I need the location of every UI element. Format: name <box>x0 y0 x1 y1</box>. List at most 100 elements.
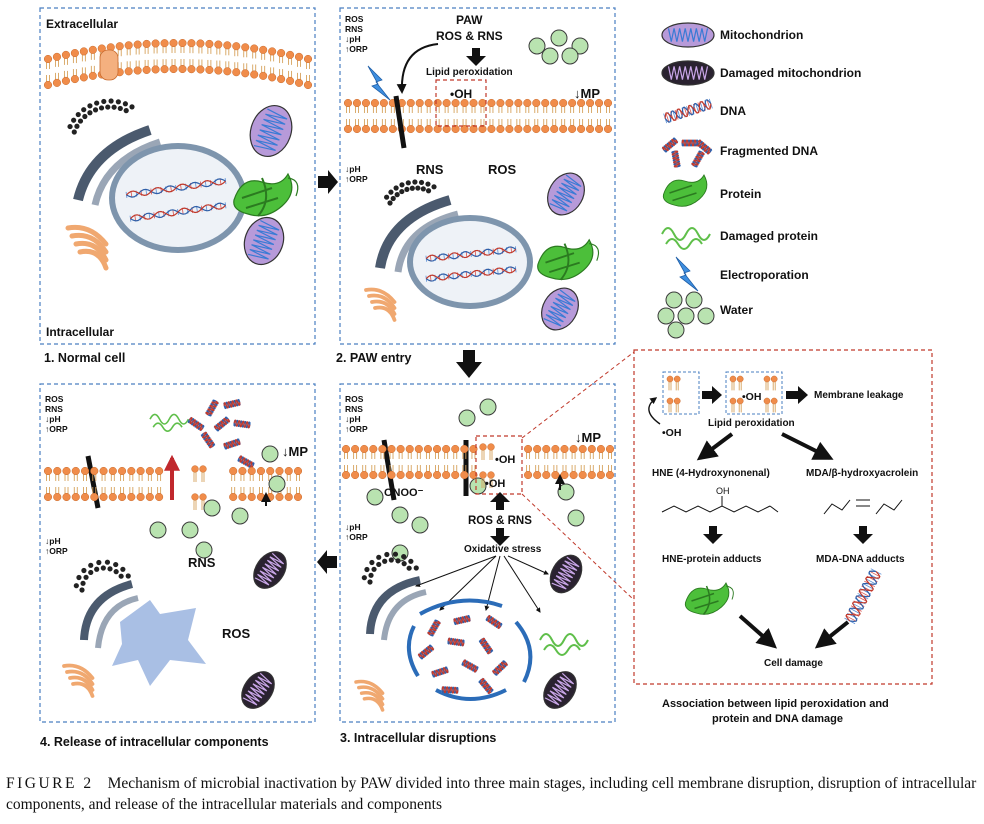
lipid-fragment <box>191 465 207 482</box>
dna-strand <box>129 202 227 222</box>
pore-line <box>393 95 407 149</box>
water-droplet <box>366 488 384 506</box>
dna-fragment <box>491 660 509 676</box>
fragmented-dna-icon <box>417 614 509 695</box>
lipid-fragment <box>666 397 681 413</box>
dna-fragment <box>453 614 471 626</box>
water-droplet <box>567 509 585 527</box>
water-droplet <box>261 445 279 463</box>
oh-label: •OH <box>495 454 515 466</box>
panel-1-frame <box>39 7 316 345</box>
damaged-protein-icon <box>661 227 711 250</box>
water-droplet <box>561 47 579 65</box>
intracellular-label: Intracellular <box>46 325 114 339</box>
electroporation-icon <box>367 65 391 101</box>
peroxidation-box <box>435 79 487 127</box>
membrane <box>43 38 313 90</box>
electroporation-icon <box>675 256 699 292</box>
hne-adducts-label: HNE-protein adducts <box>662 554 762 565</box>
dna-fragment <box>447 637 465 647</box>
water-icon <box>366 398 585 562</box>
inset-frame <box>633 349 933 685</box>
side-labels-bottom: ↓pH↑ORP <box>45 536 68 556</box>
rns-label: RNS <box>416 162 444 177</box>
side-label: ↓pH <box>45 414 61 424</box>
fragmented-dna-icon <box>661 137 713 168</box>
arrow-panel3-to-panel4 <box>317 550 337 574</box>
figure-label: FIGURE 2 <box>6 775 94 792</box>
cell-damage-label: Cell damage <box>764 658 823 669</box>
lipid-fragment <box>729 397 744 413</box>
legend-item: Water <box>657 291 753 339</box>
side-label: ROS <box>45 394 64 404</box>
golgi-apparatus <box>65 224 109 271</box>
panel-3-frame <box>339 383 616 723</box>
water-droplet <box>479 398 497 416</box>
extracellular-label: Extracellular <box>46 17 118 31</box>
side-label: RNS <box>345 24 363 34</box>
legend-item: Damaged protein <box>661 227 818 250</box>
lipid-fragment <box>666 375 681 391</box>
cytoplasm-blob <box>112 600 206 686</box>
mitochondrion-icon <box>541 287 579 331</box>
lipid-fragment <box>763 397 778 413</box>
legend-item: Protein <box>662 174 761 207</box>
oxidative-stress-label: Oxidative stress <box>464 544 542 555</box>
protein-icon <box>537 238 600 281</box>
membrane <box>43 466 303 502</box>
damaged-protein-icon <box>539 633 589 656</box>
water-droplet <box>528 37 546 55</box>
side-label: ↓pH <box>345 522 361 532</box>
damaged-mitochondrion-icon <box>661 60 715 86</box>
side-label: ↑ORP <box>45 546 68 556</box>
inset-connector <box>521 351 635 601</box>
dna-fragment <box>237 455 255 469</box>
arrow-diag <box>738 614 777 649</box>
side-label: ROS <box>345 394 364 404</box>
water-droplet <box>411 516 429 534</box>
ros-rns-label: ROS & RNS <box>436 29 503 43</box>
arrow-panel2-to-panel3 <box>456 350 482 378</box>
water-droplet <box>181 521 199 539</box>
dna-fragment <box>223 398 241 410</box>
arrow-up-thick <box>490 492 510 510</box>
hne-label: HNE (4-Hydroxynonenal) <box>652 468 770 479</box>
arrow-down-thick <box>853 526 873 544</box>
dna-strand <box>125 178 227 198</box>
lipid-fragment <box>479 471 495 488</box>
water-droplet <box>541 47 559 65</box>
mp-label: ↓MP <box>575 430 601 445</box>
nucleus <box>407 215 533 309</box>
legend-label: DNA <box>720 104 746 118</box>
damaged-mitochondrion-icon <box>253 551 287 589</box>
golgi-apparatus <box>62 663 95 698</box>
legend-label: Water <box>720 303 753 317</box>
curved-arrow <box>396 43 439 94</box>
inset-lipid-peroxidation-label: Lipid peroxidation <box>708 418 795 429</box>
dna-fragment <box>461 659 479 673</box>
panel-2-frame <box>339 7 616 345</box>
endoplasmic-reticulum <box>375 179 459 273</box>
arrow-down-thick <box>490 528 510 546</box>
dna-fragment <box>223 438 241 450</box>
inset-caption-line-1: Association between lipid peroxidation a… <box>662 698 889 710</box>
inset-lipid-box <box>662 371 700 415</box>
endoplasmic-reticulum <box>361 551 427 641</box>
hne-oh-label: OH <box>716 486 730 496</box>
protein-icon <box>662 174 708 207</box>
inset-oh-small-label: •OH <box>662 427 681 439</box>
panel-2-title: 2. PAW entry <box>336 351 412 365</box>
water-icon <box>657 291 715 339</box>
golgi-apparatus <box>354 679 385 712</box>
broken-nucleus <box>406 598 533 701</box>
arrow-diag-left <box>696 432 734 461</box>
ros-label: ROS <box>222 626 251 641</box>
oh-label: •OH <box>450 87 472 101</box>
legend-item: Damaged mitochondrion <box>661 60 861 86</box>
dna-fragment <box>205 399 219 417</box>
mp-label: ↓MP <box>574 86 600 101</box>
panel-3-title: 3. Intracellular disruptions <box>340 731 496 745</box>
